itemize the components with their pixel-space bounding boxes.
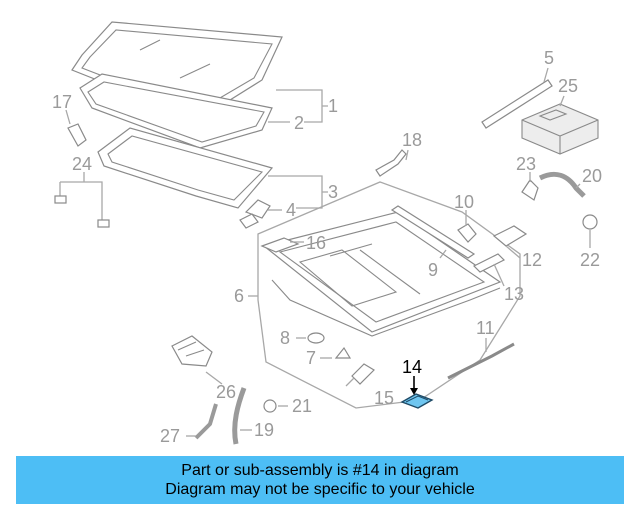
callout-26-leader	[205, 371, 223, 385]
part-22	[582, 214, 598, 230]
part-25	[521, 95, 599, 155]
part-13	[472, 253, 506, 273]
part-16	[260, 237, 300, 253]
part-11	[447, 342, 515, 380]
callout-10: 10	[454, 192, 474, 212]
sunroof-glass	[71, 21, 283, 121]
callout-1-leader	[276, 89, 328, 123]
part-7	[334, 346, 352, 359]
callout-12-leader	[505, 245, 521, 259]
callout-16: 16	[306, 233, 326, 253]
callout-1: 1	[328, 96, 338, 116]
callout-labels: 1 2 3 4 5 6 7 8 9 10 11 12 13 14 15 16 1…	[52, 48, 602, 446]
callout-12: 12	[522, 250, 542, 270]
callout-5: 5	[544, 48, 554, 68]
clip-part-4	[239, 199, 282, 229]
glass-seal	[79, 73, 273, 149]
part-23	[521, 179, 539, 201]
callout-5-leader	[543, 67, 549, 83]
callout-14: 14	[402, 357, 422, 377]
part-20	[538, 171, 586, 198]
callout-18-leader	[405, 149, 409, 161]
parts-diagram: 1 2 3 4 5 6 7 8 9 10 11 12 13 14 15 16 1…	[52, 21, 602, 446]
part-19	[232, 387, 247, 445]
callout-25: 25	[558, 76, 578, 96]
callout-26: 26	[216, 382, 236, 402]
callout-15: 15	[374, 388, 394, 408]
part-27	[194, 403, 218, 440]
callout-23: 23	[516, 154, 536, 174]
callout-13: 13	[504, 284, 524, 304]
callout-13-leader	[493, 263, 505, 287]
callout-18: 18	[402, 130, 422, 150]
callout-15-leader	[345, 377, 355, 387]
callout-4: 4	[286, 200, 296, 220]
callout-9: 9	[428, 260, 438, 280]
part-21	[263, 399, 277, 413]
sunroof-frame	[262, 211, 502, 337]
part-8	[307, 332, 325, 344]
callout-8: 8	[280, 328, 290, 348]
part-14-highlighted	[400, 376, 434, 409]
part-17	[67, 123, 87, 147]
callout-21: 21	[292, 396, 312, 416]
banner-line-1: Part or sub-assembly is #14 in diagram	[181, 462, 459, 479]
callout-27: 27	[160, 426, 180, 446]
part-5	[481, 79, 553, 129]
callout-24: 24	[72, 154, 92, 174]
info-banner: Part or sub-assembly is #14 in diagram D…	[16, 456, 624, 504]
part-12	[492, 225, 528, 247]
callout-19: 19	[254, 420, 274, 440]
banner-line-2: Diagram may not be specific to your vehi…	[165, 481, 475, 498]
callout-3: 3	[328, 182, 338, 202]
callout-2: 2	[294, 113, 304, 133]
part-18	[375, 149, 407, 177]
callout-22: 22	[580, 250, 600, 270]
callout-6: 6	[234, 286, 244, 306]
part-24a	[54, 195, 67, 204]
sunshade-frame	[97, 127, 274, 209]
part-10	[457, 223, 477, 243]
callout-7: 7	[306, 348, 316, 368]
callout-9-leader	[439, 249, 447, 259]
part-15	[351, 363, 375, 385]
callout-20-leader	[575, 183, 581, 189]
part-26	[171, 335, 213, 367]
callout-3-leader	[268, 175, 328, 209]
part-9	[390, 205, 476, 259]
callout-17: 17	[52, 92, 72, 112]
callout-11: 11	[476, 318, 495, 338]
part-24b	[97, 219, 110, 228]
callout-20: 20	[582, 166, 602, 186]
housing-outline	[257, 181, 521, 409]
callout-17-leader	[65, 109, 71, 125]
